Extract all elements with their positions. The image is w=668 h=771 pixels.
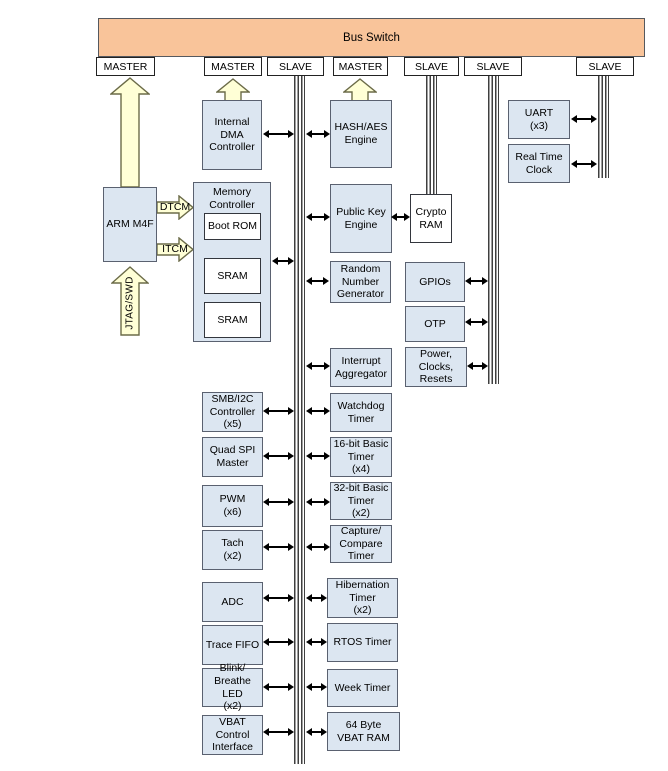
pke-bus-arrow-icon: [306, 212, 330, 221]
week-bus-arrow-icon: [306, 682, 327, 691]
tach-bus-arrow-icon: [263, 542, 294, 551]
block-arm-m4f: ARM M4F: [103, 187, 157, 262]
t32-bus-arrow-icon: [306, 497, 330, 506]
tracefifo-bus-arrow-icon: [263, 637, 294, 646]
itcm-arrow-label: ITCM: [162, 243, 188, 255]
jtag-swd-arrow-label: JTAG/SWD: [124, 276, 136, 330]
block-pwm: PWM (x6): [202, 485, 263, 527]
port-master-2: MASTER: [204, 57, 262, 76]
watchdog-bus-arrow-icon: [306, 406, 330, 415]
itcm-arrow-icon: [156, 237, 194, 262]
block-tach: Tach (x2): [202, 530, 263, 570]
block-rtos-timer: RTOS Timer: [327, 623, 398, 662]
port-slave-3: SLAVE: [464, 57, 522, 76]
block-64byte-vbat-ram: 64 Byte VBAT RAM: [327, 712, 400, 751]
block-boot-rom: Boot ROM: [204, 213, 261, 240]
block-week-timer: Week Timer: [327, 669, 398, 707]
blink-bus-arrow-icon: [263, 682, 294, 691]
block-blink-breathe-led: Blink/ Breathe LED (x2): [202, 662, 263, 712]
intagg-bus-arrow-icon: [306, 361, 330, 370]
block-sram-1: SRAM: [204, 258, 261, 294]
rng-bus-arrow-icon: [306, 276, 329, 285]
block-crypto-ram: Crypto RAM: [410, 194, 452, 243]
pke-cryptoram-arrow-icon: [391, 212, 410, 221]
dma-master-arrow-icon: [216, 78, 250, 101]
cpu-master-arrow-icon: [110, 77, 150, 188]
block-internal-dma-controller: Internal DMA Controller: [202, 100, 262, 170]
block-trace-fifo: Trace FIFO: [202, 625, 263, 665]
port-slave-1: SLAVE: [267, 57, 324, 76]
block-vbat-control-interface: VBAT Control Interface: [202, 715, 263, 755]
block-quad-spi-master: Quad SPI Master: [202, 437, 263, 477]
block-32bit-basic-timer: 32-bit Basic Timer (x2): [330, 482, 392, 520]
bus-lines-main: [294, 76, 305, 764]
vbatctl-bus-arrow-icon: [263, 727, 294, 736]
block-uart: UART (x3): [508, 100, 570, 139]
block-random-number-generator: Random Number Generator: [330, 261, 391, 303]
block-sram-2: SRAM: [204, 302, 261, 338]
bus-switch-block: Bus Switch: [98, 18, 645, 57]
hash-bus-arrow-icon: [306, 129, 330, 138]
capture-bus-arrow-icon: [306, 542, 330, 551]
block-capture-compare-timer: Capture/ Compare Timer: [330, 525, 392, 563]
dtcm-arrow-label: DTCM: [159, 201, 191, 213]
block-smb-i2c-controller: SMB/I2C Controller (x5): [202, 392, 263, 432]
bus-lines-crypto: [426, 76, 437, 194]
block-adc: ADC: [202, 582, 263, 622]
smb-bus-arrow-icon: [263, 406, 294, 415]
block-real-time-clock: Real Time Clock: [508, 144, 570, 183]
block-hash-aes-engine: HASH/AES Engine: [330, 100, 392, 168]
vbatram-bus-arrow-icon: [306, 727, 327, 736]
block-interrupt-aggregator: Interrupt Aggregator: [330, 348, 392, 387]
block-hibernation-timer: Hibernation Timer (x2): [327, 578, 398, 618]
port-master-3: MASTER: [333, 57, 388, 76]
memory-controller-label: Memory Controller: [209, 186, 255, 211]
rtos-bus-arrow-icon: [306, 637, 327, 646]
adc-bus-arrow-icon: [263, 593, 294, 602]
dtcm-arrow-icon: [156, 195, 194, 220]
dma-bus-arrow-icon: [263, 129, 294, 138]
uart-bus-arrow-icon: [571, 114, 597, 123]
hash-master-arrow-icon: [343, 78, 377, 101]
bus-lines-gpio: [488, 76, 499, 384]
bus-lines-uart: [598, 76, 609, 178]
port-master-1: MASTER: [96, 57, 155, 76]
block-otp: OTP: [405, 306, 465, 342]
otp-bus-arrow-icon: [465, 317, 488, 326]
gpios-bus-arrow-icon: [465, 276, 488, 285]
jtag-swd-arrow-icon: [111, 266, 149, 336]
pwm-bus-arrow-icon: [263, 497, 294, 506]
pcr-bus-arrow-icon: [467, 361, 488, 370]
t16-bus-arrow-icon: [306, 451, 330, 460]
block-watchdog-timer: Watchdog Timer: [330, 393, 392, 432]
port-slave-2: SLAVE: [404, 57, 459, 76]
qspi-bus-arrow-icon: [263, 451, 294, 460]
block-16bit-basic-timer: 16-bit Basic Timer (x4): [330, 437, 392, 477]
block-power-clocks-resets: Power, Clocks, Resets: [405, 347, 467, 387]
block-gpios: GPIOs: [405, 262, 465, 302]
port-slave-4: SLAVE: [576, 57, 634, 76]
hibernation-bus-arrow-icon: [306, 593, 327, 602]
rtc-bus-arrow-icon: [571, 159, 597, 168]
block-public-key-engine: Public Key Engine: [330, 184, 392, 253]
memctl-bus-arrow-icon: [272, 256, 294, 265]
